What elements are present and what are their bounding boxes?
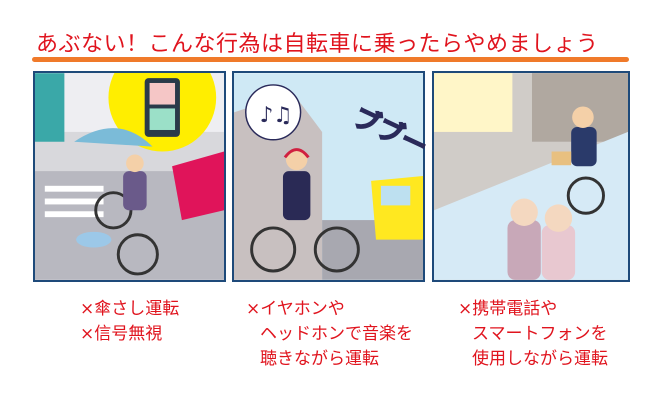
- caption-line: ×イヤホンや: [246, 299, 345, 319]
- panel-umbrella-signal: [33, 71, 226, 282]
- illustration-headphones: ♪♫: [234, 73, 423, 280]
- caption-line: ×携帯電話や: [458, 299, 558, 319]
- illustration-umbrella-signal: [35, 73, 224, 280]
- caption-line: ヘッドホンで音楽を: [260, 324, 413, 344]
- caption-line: ×傘さし運転: [80, 299, 180, 319]
- caption-line: スマートフォンを: [472, 324, 608, 344]
- svg-text:♪♫: ♪♫: [259, 103, 292, 128]
- caption-line: 使用しながら運転: [472, 349, 608, 369]
- title-underline: [32, 57, 629, 62]
- panel-phone: [432, 71, 630, 282]
- caption-umbrella-signal: ×傘さし運転 ×信号無視: [80, 297, 179, 347]
- caption-headphones: ×イヤホンや ヘッドホンで音楽を 聴きながら運転: [246, 297, 413, 372]
- page-title: あぶない！こんな行為は自転車に乗ったらやめましょう: [36, 32, 599, 57]
- caption-line: 聴きながら運転: [260, 349, 379, 369]
- caption-line: ×信号無視: [80, 324, 163, 344]
- illustration-phone: [434, 73, 628, 280]
- caption-phone: ×携帯電話や スマートフォンを 使用しながら運転: [458, 297, 608, 372]
- panel-headphones: ♪♫: [232, 71, 425, 282]
